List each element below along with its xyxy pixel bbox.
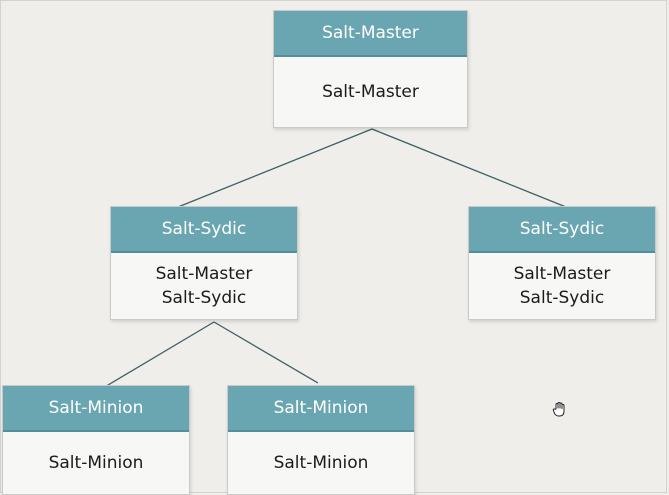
node-salt-master-root: Salt-Master Salt-Master — [273, 10, 468, 128]
connector-syndic-to-right-minion — [213, 321, 319, 384]
node-minion-right-body: Salt-Minion — [228, 432, 414, 494]
node-syndic-left-line-2: Salt-Sydic — [161, 288, 247, 308]
node-minion-left-title: Salt-Minion — [3, 386, 189, 432]
node-syndic-right: Salt-Sydic Salt-Master Salt-Sydic — [468, 206, 656, 320]
node-syndic-left-body: Salt-Master Salt-Sydic — [111, 253, 297, 319]
connector-root-to-right-syndic — [371, 128, 567, 208]
connector-root-to-left-syndic — [177, 128, 373, 208]
node-minion-left-line-1: Salt-Minion — [48, 453, 144, 473]
node-syndic-right-body: Salt-Master Salt-Sydic — [469, 253, 655, 319]
node-minion-right-line-1: Salt-Minion — [273, 453, 369, 473]
node-minion-left: Salt-Minion Salt-Minion — [2, 385, 190, 495]
node-minion-left-body: Salt-Minion — [3, 432, 189, 494]
node-syndic-left-title: Salt-Sydic — [111, 207, 297, 253]
node-syndic-right-line-1: Salt-Master — [513, 264, 611, 284]
node-salt-master-root-line-1: Salt-Master — [322, 82, 419, 102]
node-minion-right: Salt-Minion Salt-Minion — [227, 385, 415, 495]
hand-cursor-icon — [552, 402, 565, 417]
node-syndic-left: Salt-Sydic Salt-Master Salt-Sydic — [110, 206, 298, 320]
node-syndic-right-line-2: Salt-Sydic — [519, 288, 605, 308]
node-salt-master-root-title: Salt-Master — [274, 11, 467, 57]
node-syndic-right-title: Salt-Sydic — [469, 207, 655, 253]
node-salt-master-root-body: Salt-Master — [274, 57, 467, 127]
connector-syndic-to-left-minion — [102, 321, 215, 389]
node-syndic-left-line-1: Salt-Master — [155, 264, 253, 284]
node-minion-right-title: Salt-Minion — [228, 386, 414, 432]
